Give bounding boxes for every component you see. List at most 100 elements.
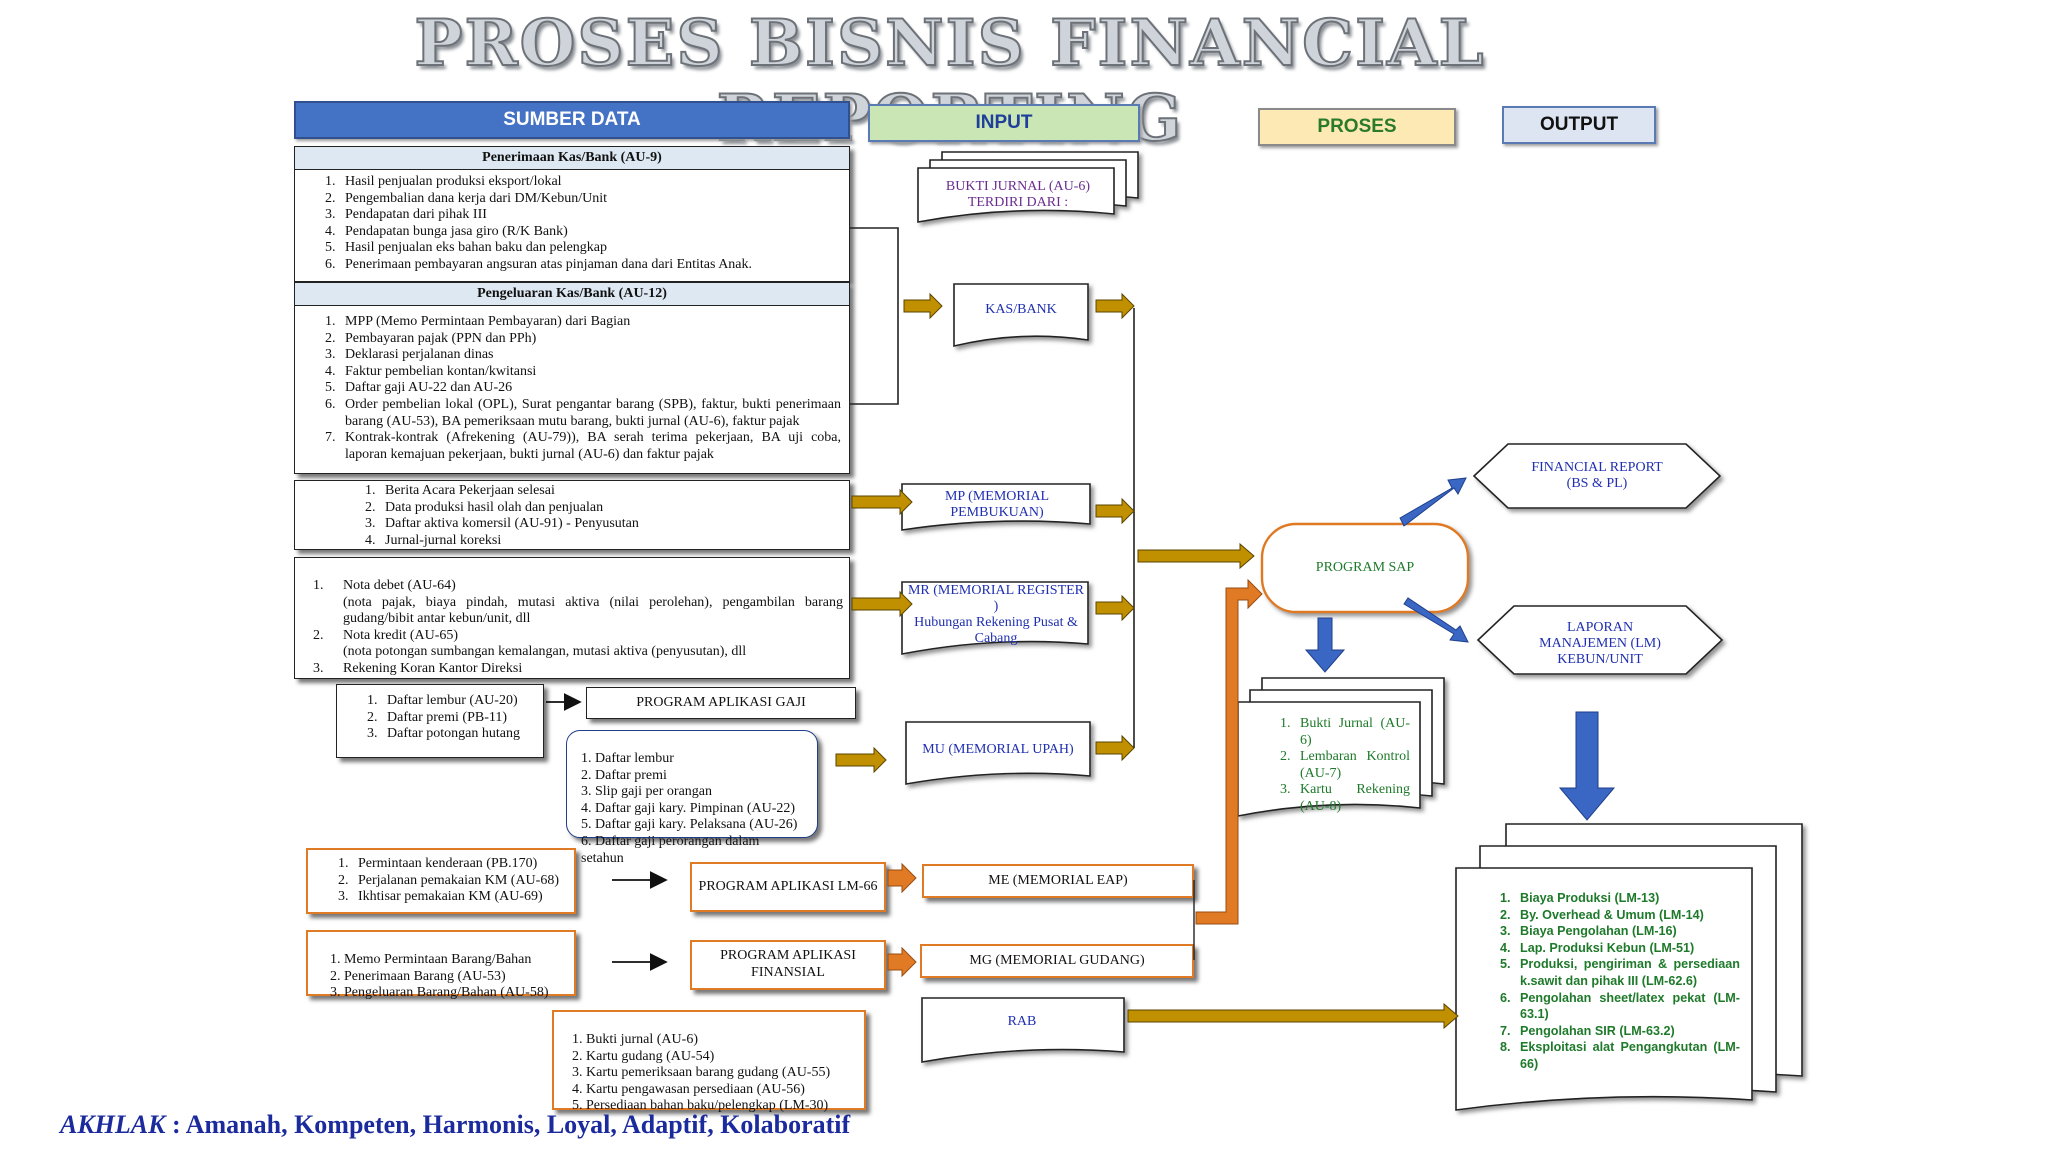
program-lm66-label: PROGRAM APLIKASI LM-66	[698, 878, 878, 894]
list-item: By. Overhead & Umum (LM-14)	[1514, 907, 1740, 924]
list-item: 2. Daftar premi	[581, 767, 667, 783]
list-item-text: (nota potongan sumbangan kemalangan, mut…	[343, 644, 747, 660]
me-label: ME (MEMORIAL EAP)	[988, 873, 1128, 888]
eap-source-list: Permintaan kenderaan (PB.170)Perjalanan …	[308, 856, 574, 906]
list-item: Order pembelian lokal (OPL), Surat penga…	[339, 397, 841, 430]
list-item: Ikhtisar pemakaian KM (AU-69)	[352, 889, 574, 906]
program-gaji-box: PROGRAM APLIKASI GAJI	[586, 687, 856, 719]
list-item: Hasil penjualan produksi eksport/lokal	[339, 174, 841, 191]
kas-bank-doc-shape	[953, 283, 1089, 348]
rab-source-box: 1. Bukti jurnal (AU-6)2. Kartu gudang (A…	[552, 1010, 866, 1113]
list-item: Daftar potongan hutang	[381, 726, 543, 743]
sap-docs-list: Bukti Jurnal (AU-6)Lembaran Kontrol (AU-…	[1250, 716, 1410, 816]
list-item: Berita Acara Pekerjaan selesai	[379, 483, 841, 500]
list-item: Biaya Pengolahan (LM-16)	[1514, 923, 1740, 940]
list-item: Pendapatan dari pihak III	[339, 207, 841, 224]
list-item: 1.Nota debet (AU-64)	[313, 578, 843, 595]
memorial-source-list: Berita Acara Pekerjaan selesaiData produ…	[295, 483, 849, 549]
list-item: Pengembalian dana kerja dari DM/Kebun/Un…	[339, 191, 841, 208]
list-item: Pendapatan bunga jasa giro (R/K Bank)	[339, 224, 841, 241]
program-sap-label: PROGRAM SAP	[1315, 560, 1415, 575]
lm-list-text: Biaya Produksi (LM-13)By. Overhead & Umu…	[1470, 890, 1740, 1073]
mu-doc-shape	[905, 721, 1091, 785]
list-item: (nota pajak, biaya pindah, mutasi aktiva…	[313, 595, 843, 628]
mp-label: MP (MEMORIAL PEMBUKUAN)	[944, 489, 1050, 520]
kas-penerimaan-title: Penerimaan Kas/Bank (AU-9)	[295, 147, 849, 170]
blue-arrows	[1304, 477, 1616, 821]
list-item: Perjalanan pemakaian KM (AU-68)	[352, 873, 574, 890]
footer-label: AKHLAK	[60, 1110, 166, 1139]
financial-report-hex	[1472, 443, 1722, 509]
header-output: OUTPUT	[1502, 106, 1656, 144]
list-item: Permintaan kenderaan (PB.170)	[352, 856, 574, 873]
mr-title: MR (MEMORIAL REGISTER )	[907, 583, 1085, 614]
list-item: 3. Pengeluaran Barang/Bahan (AU-58)	[330, 985, 549, 1001]
list-item: Biaya Produksi (LM-13)	[1514, 890, 1740, 907]
program-sap-shape	[1260, 522, 1470, 614]
list-item: 1. Memo Permintaan Barang/Bahan	[330, 952, 532, 967]
header-sumber-data: SUMBER DATA	[294, 101, 850, 139]
mg-box: MG (MEMORIAL GUDANG)	[920, 944, 1194, 978]
rab-doc-shape	[921, 997, 1125, 1063]
rab-source-list: 1. Bukti jurnal (AU-6)2. Kartu gudang (A…	[564, 1032, 864, 1115]
kas-penerimaan-list: Hasil penjualan produksi eksport/lokalPe…	[295, 174, 849, 274]
sap-docs-shape	[1237, 677, 1445, 817]
list-item: 5. Persediaan bahan baku/pelengkap (LM-3…	[572, 1098, 829, 1114]
footer-values: : Amanah, Kompeten, Harmonis, Loyal, Ada…	[165, 1110, 851, 1139]
list-item: (nota potongan sumbangan kemalangan, mut…	[313, 644, 843, 661]
bukti-jurnal-doc-shape	[917, 151, 1139, 223]
mg-label: MG (MEMORIAL GUDANG)	[969, 953, 1145, 968]
kas-pengeluaran-box: Pengeluaran Kas/Bank (AU-12) MPP (Memo P…	[294, 282, 850, 474]
list-item: Penerimaan pembayaran angsuran atas pinj…	[339, 257, 841, 274]
list-item: 3. Slip gaji per orangan	[581, 784, 713, 800]
list-item: 4. Daftar gaji kary. Pimpinan (AU-22)	[581, 800, 796, 816]
mr-doc-shape	[901, 581, 1089, 655]
list-item: 4. Kartu pengawasan persediaan (AU-56)	[572, 1081, 805, 1097]
list-item: Daftar premi (PB-11)	[381, 710, 543, 727]
list-item: 3. Kartu pemeriksaan barang gudang (AU-5…	[572, 1065, 831, 1081]
me-box: ME (MEMORIAL EAP)	[922, 864, 1194, 898]
financial-report-label: FINANCIAL REPORT (BS & PL)	[1531, 460, 1663, 491]
program-lm66-box: PROGRAM APLIKASI LM-66	[690, 862, 886, 912]
list-item: Lap. Produksi Kebun (LM-51)	[1514, 940, 1740, 957]
memorial-source-box: Berita Acara Pekerjaan selesaiData produ…	[294, 480, 850, 550]
list-item: Pengolahan SIR (LM-63.2)	[1514, 1023, 1740, 1040]
header-input: INPUT	[868, 104, 1140, 142]
mp-doc-shape	[901, 483, 1091, 531]
list-item: 1. Daftar lembur	[581, 751, 674, 766]
kas-bank-label: KAS/BANK	[985, 302, 1057, 317]
rab-label: RAB	[1007, 1014, 1037, 1029]
footer-akhlak: AKHLAK : Amanah, Kompeten, Harmonis, Loy…	[60, 1110, 850, 1140]
list-item: 2.Nota kredit (AU-65)	[313, 628, 843, 645]
list-item-text: Rekening Koran Kantor Direksi	[343, 660, 523, 676]
program-finansial-box: PROGRAM APLIKASI FINANSIAL	[690, 940, 886, 990]
list-item: Lembaran Kontrol (AU-7)	[1294, 749, 1410, 782]
mu-label: MU (MEMORIAL UPAH)	[922, 742, 1074, 757]
list-item: Data produksi hasil olah dan penjualan	[379, 500, 841, 517]
list-item: MPP (Memo Permintaan Pembayaran) dari Ba…	[339, 314, 841, 331]
upah-source-box: Daftar lembur (AU-20)Daftar premi (PB-11…	[336, 684, 544, 758]
register-source-box: 1.Nota debet (AU-64)(nota pajak, biaya p…	[294, 557, 850, 679]
kas-penerimaan-box: Penerimaan Kas/Bank (AU-9) Hasil penjual…	[294, 146, 850, 282]
list-item: Daftar lembur (AU-20)	[381, 693, 543, 710]
sap-docs-text: Bukti Jurnal (AU-6)Lembaran Kontrol (AU-…	[1250, 716, 1410, 816]
bukti-jurnal-label: BUKTI JURNAL (AU-6) TERDIRI DARI :	[945, 179, 1091, 210]
list-item: Daftar aktiva komersil (AU-91) - Penyusu…	[379, 516, 841, 533]
list-item: Kontrak-kontrak (Afrekening (AU-79)), BA…	[339, 430, 841, 463]
list-item-text: (nota pajak, biaya pindah, mutasi aktiva…	[343, 594, 843, 627]
list-item: 2. Penerimaan Barang (AU-53)	[330, 968, 506, 984]
lm-output-list: Biaya Produksi (LM-13)By. Overhead & Umu…	[1470, 890, 1740, 1073]
list-item: 2. Kartu gudang (AU-54)	[572, 1048, 715, 1064]
list-item: Faktur pembelian kontan/kwitansi	[339, 364, 841, 381]
list-item: Pembayaran pajak (PPN dan PPh)	[339, 331, 841, 348]
list-item: Produksi, pengiriman & persediaan k.sawi…	[1514, 956, 1740, 989]
orange-arrows	[887, 578, 1263, 978]
list-item-text: Nota kredit (AU-65)	[343, 627, 459, 643]
list-item: Deklarasi perjalanan dinas	[339, 347, 841, 364]
list-item: Kartu Rekening (AU-8)	[1294, 782, 1410, 815]
